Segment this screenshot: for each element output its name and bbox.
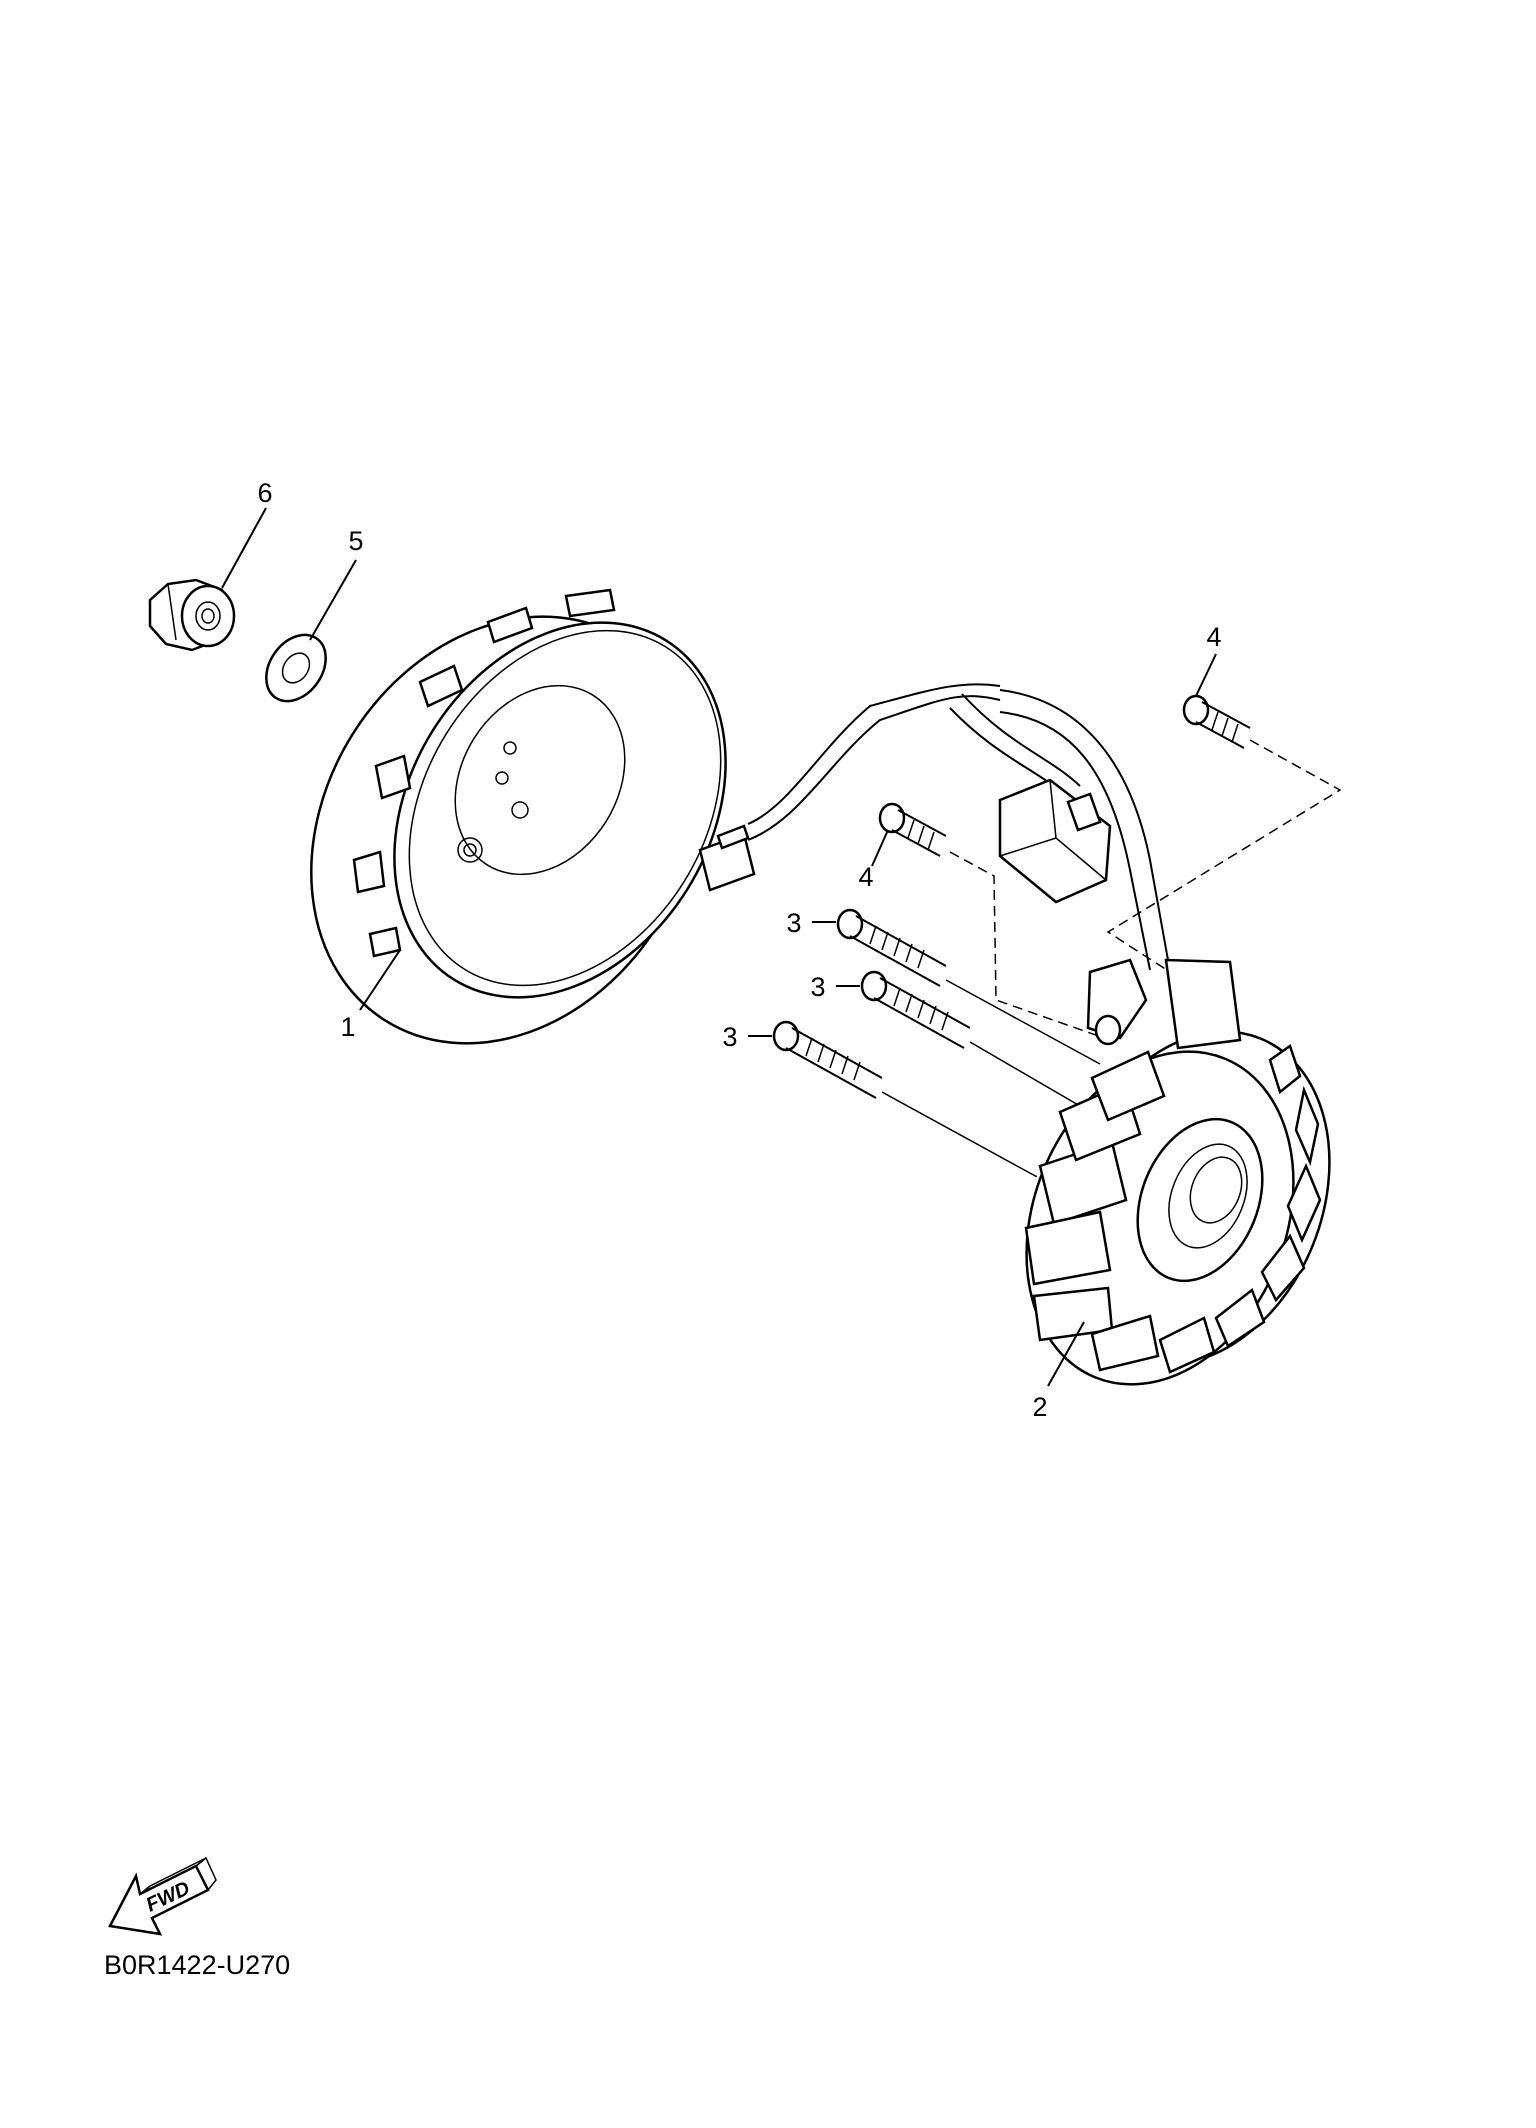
callout-3-bottom: 3 [722, 1022, 737, 1052]
projection-line-3-bottom [881, 1091, 1029, 1173]
leader-line-1 [359, 949, 401, 1011]
wire-harness [698, 683, 1169, 971]
callout-5: 5 [348, 526, 363, 556]
leader-line-2 [1047, 1321, 1085, 1387]
leader-line-5 [309, 559, 357, 641]
projection-line-3-middle [969, 1041, 1081, 1107]
callout-6: 6 [257, 478, 272, 508]
hidden-line-4-left [949, 851, 1111, 1041]
callout-3-middle: 3 [810, 972, 825, 1002]
part-2-stator [1024, 958, 1331, 1386]
callout-4-left: 4 [858, 862, 873, 892]
part-6-flange-nut [148, 578, 236, 652]
hidden-line-4-right [1106, 739, 1342, 973]
leader-line-4-left [871, 829, 889, 867]
part-1-rotor [310, 588, 727, 1045]
part-3-screw-top [836, 908, 947, 987]
leader-line-4-right [1195, 653, 1217, 697]
callout-1: 1 [340, 1012, 355, 1042]
callout-2: 2 [1032, 1392, 1047, 1422]
part-5-washer [265, 633, 327, 703]
part-4-screw-left [878, 802, 947, 857]
part-4-screw-right [1182, 694, 1251, 749]
callout-4-right: 4 [1206, 622, 1221, 652]
leader-line-6 [221, 507, 267, 589]
callout-3-top: 3 [786, 908, 801, 938]
part-3-screw-bottom [772, 1020, 883, 1099]
fwd-arrow-icon: FWD [108, 1856, 217, 1936]
projection-line-3-top [945, 979, 1101, 1065]
part-3-screw-middle [860, 970, 971, 1049]
diagram-code: B0R1422-U270 [104, 1950, 291, 1980]
